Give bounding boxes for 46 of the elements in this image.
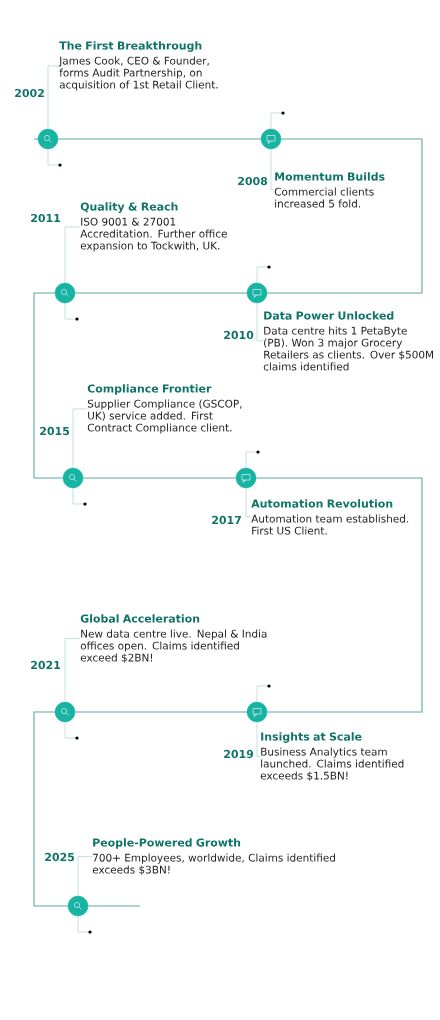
timeline-line	[33, 711, 69, 907]
milestone-text: Data Power Unlocked Data centre hits 1 PetaByte (PB). Won 3 major Grocery Retailers as clients. Over $500M claims identified	[263, 311, 433, 371]
timeline-line	[266, 138, 423, 294]
timeline-circle	[62, 467, 84, 489]
milestone-text: Automation Revolution Automation team established. First US Client.	[251, 499, 409, 535]
year-label: 2008	[238, 176, 268, 186]
timeline-circle	[67, 895, 89, 917]
timeline-circle	[246, 282, 268, 304]
milestone-text: Global Acceleration New data centre live. Nepal & India offices open. Claims identified exceed $2BN!	[80, 614, 267, 663]
year-label: 2021	[31, 660, 61, 670]
leader-line	[72, 408, 88, 469]
milestone-text: People-Powered Growth 700+ Employees, worldwide, Claims identified exceeds $3BN!	[92, 838, 335, 875]
timeline-line	[82, 477, 237, 479]
timeline-line	[33, 292, 64, 479]
timeline-circle	[54, 701, 76, 723]
milestone-text: Compliance Frontier Supplier Compliance (GSCOP, UK) service added. First Contract Compliance client.	[87, 384, 242, 434]
timeline-circle	[246, 701, 268, 723]
leader-line	[270, 148, 275, 191]
leader-line	[64, 226, 81, 284]
timeline-circle	[54, 282, 76, 304]
timeline-line	[255, 477, 423, 713]
milestone-text: Quality & Reach ISO 9001 & 27001 Accreditation. Further office expansion to Tockwith, UK.	[80, 202, 227, 252]
timeline-line	[74, 711, 248, 713]
leader-line	[77, 856, 93, 897]
year-label: 2015	[40, 426, 70, 436]
year-label: 2025	[45, 852, 75, 862]
timeline-line	[57, 138, 262, 140]
timeline-line	[33, 138, 39, 140]
timeline-line	[87, 905, 141, 907]
leader-line	[47, 65, 60, 130]
milestone-text: Momentum Builds Commercial clients increased 5 fold.	[274, 172, 385, 208]
year-label: 2002	[15, 88, 44, 98]
leader-line	[245, 487, 252, 518]
timeline-circle	[260, 128, 282, 150]
milestone-text: The First Breakthrough James Cook, CEO & Founder, forms Audit Partnership, on acquisition of 1st Retail Client.	[58, 41, 218, 91]
year-label: 2017	[212, 515, 241, 525]
milestone-text: Insights at Scale Business Analytics team launched. Claims identified exceeds $1.5BN!	[260, 732, 404, 781]
leader-line	[256, 302, 264, 342]
year-label: 2011	[31, 213, 61, 223]
timeline-circle	[37, 128, 59, 150]
year-label: 2010	[224, 330, 254, 340]
timeline-circle	[235, 467, 257, 489]
timeline-line	[74, 292, 248, 294]
leader-line	[64, 638, 81, 703]
leader-line	[256, 721, 261, 757]
year-label: 2019	[224, 749, 254, 759]
